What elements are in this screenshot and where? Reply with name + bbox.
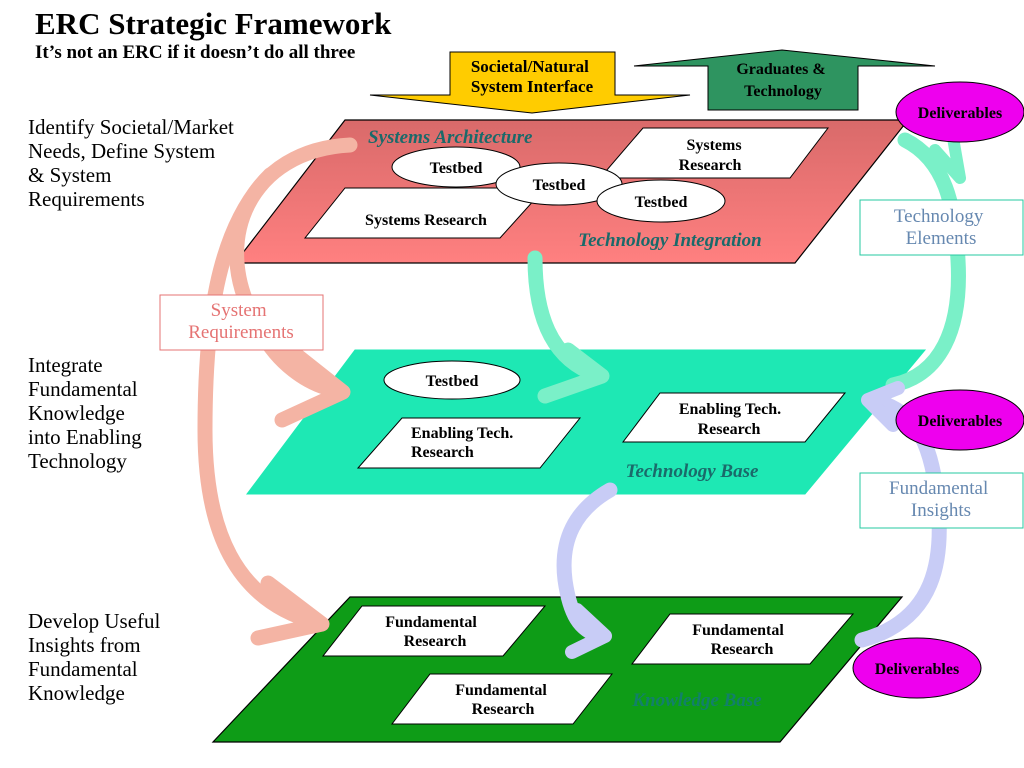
testbed-label-3: Testbed — [635, 194, 688, 211]
enabling-tech-box-right — [621, 392, 847, 443]
systems-research-right-label: Systems Research — [679, 137, 746, 174]
lavender-arrowhead — [565, 603, 612, 659]
knowledge-base-title: Knowledge Base — [631, 690, 762, 711]
systems-architecture-title: Systems Architecture — [368, 127, 533, 148]
lavender-arrow-to-knowledge — [556, 482, 618, 643]
enabling-tech-left-label: Enabling Tech. Research — [411, 425, 517, 461]
technology-elements-label: Technology Elements — [894, 206, 988, 249]
technology-base-title: Technology Base — [626, 461, 759, 482]
left-label-identify: Identify Societal/Market Needs, Define S… — [28, 115, 239, 211]
systems-research-box-right — [598, 127, 830, 179]
page-subtitle: It’s not an ERC if it doesn’t do all thr… — [35, 42, 355, 63]
teal-arrow-right-loop — [885, 132, 966, 393]
testbed-label-1: Testbed — [430, 160, 483, 177]
graduates-arrow — [633, 49, 936, 111]
pink-arrowhead-technology — [274, 342, 351, 428]
systems-research-left-label: Systems Research — [365, 212, 487, 229]
tech-testbed-label: Testbed — [426, 373, 479, 390]
pink-arrow-to-knowledge — [197, 167, 323, 630]
pink-arrowhead-knowledge — [250, 575, 330, 646]
left-label-integrate: Integrate Fundamental Knowledge into Ena… — [28, 353, 147, 473]
technology-integration-title: Technology Integration — [578, 230, 762, 251]
deliverables-label-bottom: Deliverables — [875, 661, 959, 678]
enabling-tech-right-label: Enabling Tech. Research — [679, 401, 785, 438]
fundamental-research-box-top-left — [321, 605, 547, 657]
fundamental-insights-box — [859, 472, 1024, 529]
tech-testbed-oval — [383, 360, 521, 400]
page-title: ERC Strategic Framework — [35, 6, 392, 41]
system-requirements-box — [159, 294, 324, 351]
systems-research-box-left — [303, 187, 547, 239]
fundamental-insights-label: Fundamental Insights — [889, 478, 993, 521]
teal-arrowhead-deliverables — [929, 126, 966, 184]
lavender-arrowhead-technology — [861, 381, 905, 432]
graduates-arrow-label: Graduates & Technology — [736, 61, 829, 100]
fundamental-research-bottom-label: Fundamental Research — [455, 682, 551, 718]
deliverables-oval-bottom — [852, 637, 982, 699]
deliverables-oval-top — [895, 81, 1024, 143]
fundamental-research-box-right — [630, 613, 855, 665]
enabling-tech-box-left — [356, 417, 582, 469]
societal-arrow-label: Societal/Natural System Interface — [471, 57, 594, 96]
fundamental-research-box-bottom — [390, 673, 614, 725]
pink-arrow-to-technology — [229, 137, 358, 398]
fundamental-research-top-left-label: Fundamental Research — [385, 614, 481, 650]
deliverables-label-top: Deliverables — [918, 105, 1002, 122]
left-label-develop: Develop Useful Insights from Fundamental… — [28, 609, 166, 705]
technology-elements-box — [859, 199, 1024, 256]
deliverables-label-middle: Deliverables — [918, 413, 1002, 430]
testbed-oval-3 — [596, 179, 726, 223]
fundamental-research-right-label: Fundamental Research — [692, 622, 788, 658]
teal-arrowhead — [537, 342, 610, 404]
deliverables-oval-middle — [895, 389, 1024, 451]
system-requirements-label: System Requirements — [188, 300, 294, 343]
testbed-label-2: Testbed — [533, 177, 586, 194]
societal-arrow — [369, 51, 691, 114]
